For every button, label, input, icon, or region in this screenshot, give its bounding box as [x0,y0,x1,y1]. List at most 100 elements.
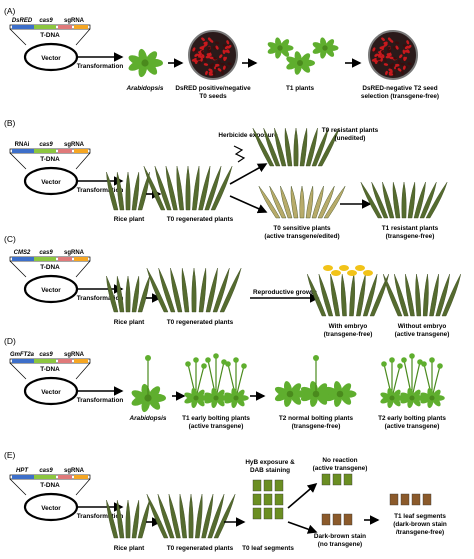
tdna-label: T-DNA [40,264,60,271]
rice-leaf [192,165,200,211]
rosette-center [389,395,395,401]
with-embryo-plants [307,273,389,317]
without-embryo-plants [383,273,461,317]
flower-bud [233,357,239,363]
rice-leaf [401,181,407,219]
seed [372,47,376,52]
rice-leaf [311,127,329,167]
t0-leaf-segments [252,479,284,520]
flower-bud [437,363,443,369]
rice-leaf [341,273,347,317]
rice-plant-label: Rice plant [114,319,145,326]
seed [222,44,228,48]
rice-plant-label: Rice plant [114,216,145,223]
leaf [224,392,236,400]
gene-label-1: cas9 [39,468,53,474]
gene-label-2: sgRNA [64,352,85,358]
t2-normal-label: T2 normal bolting plants [279,415,354,422]
with-embryo-label: With embryo [329,323,368,330]
panicle-flower [347,270,357,276]
t1-segments-label-2: (dark-brown stain [393,521,447,528]
no-reaction-segments [321,473,353,486]
cassette-segment [58,257,72,261]
panicle-flower [355,265,365,271]
seed [199,46,204,50]
leaf-segment [411,493,421,506]
rosette-center [213,395,219,401]
rice-leaf [168,493,181,539]
seed [399,54,403,59]
gene-label-0: GmFT2a [10,352,35,358]
seed [209,64,213,69]
brown-label: Dark-brown stain [314,533,366,540]
seed [224,45,229,50]
vector-plasmid [23,492,79,522]
cassette-segment [58,25,72,29]
cassette-segment [74,359,88,363]
rice-leaf [158,267,176,313]
t0-resistant [252,127,340,167]
rosette-center [141,59,149,67]
cassette-segment [12,149,34,153]
rosette-center [322,45,328,51]
cassette-segment [34,25,56,29]
arabidopsis-plant [131,383,167,413]
arrow-b-down [229,195,268,214]
seed [401,70,404,75]
seed [201,50,205,55]
transformation-label: Transformation [77,397,124,404]
rice-leaf [137,171,150,211]
seed [389,56,394,60]
brown-segments [321,513,353,526]
t0-rice [146,267,242,313]
gene-label-0: RNAi [15,142,30,148]
t1-label: T1 resistant plants [382,225,439,232]
flower-bud [401,357,407,363]
t2-normal [274,381,307,407]
tdna-label: T-DNA [40,482,60,489]
leaf [128,55,145,66]
seed [222,49,226,55]
t0-label: T0 regenerated plants [167,319,234,326]
leaf-segment [321,473,331,486]
t0-label: T0 regenerated plants [167,545,234,552]
seed [388,73,394,76]
tdna-line [9,478,27,496]
tdna-line [75,152,91,170]
rosette-center [336,390,344,398]
panel-label: (A) [4,6,16,16]
rice-leaf [201,493,214,539]
t1-plant [286,51,315,75]
leaf-segment [332,473,342,486]
rice-leaf [106,275,119,313]
seed [208,73,214,76]
seed [406,40,410,45]
rice-leaf [131,171,140,211]
seed [217,68,222,72]
arabidopsis-plant [184,388,209,408]
rice-leaf [165,165,178,211]
hyg-label-2: DAB staining [250,467,290,474]
leaf [380,392,392,400]
rice-leaf [330,273,340,317]
seed [376,57,381,61]
tdna-label: T-DNA [40,32,60,39]
transformation-label: Transformation [77,63,124,70]
lightning-icon [233,145,246,163]
seed [374,53,379,57]
leaf-segment [343,473,353,486]
seed [201,53,205,59]
rice-leaf [181,267,190,313]
seed [383,63,389,66]
seed [213,71,216,76]
rice-leaf [369,273,389,317]
without-embryo-label: Without embryo [398,323,447,330]
rice-leaf [419,181,437,219]
rice-leaf [198,267,207,313]
seed [194,53,199,57]
cassette-segment [58,149,72,153]
rice-leaf [195,493,203,539]
gene-label-1: cas9 [39,142,53,148]
seed [395,45,399,50]
